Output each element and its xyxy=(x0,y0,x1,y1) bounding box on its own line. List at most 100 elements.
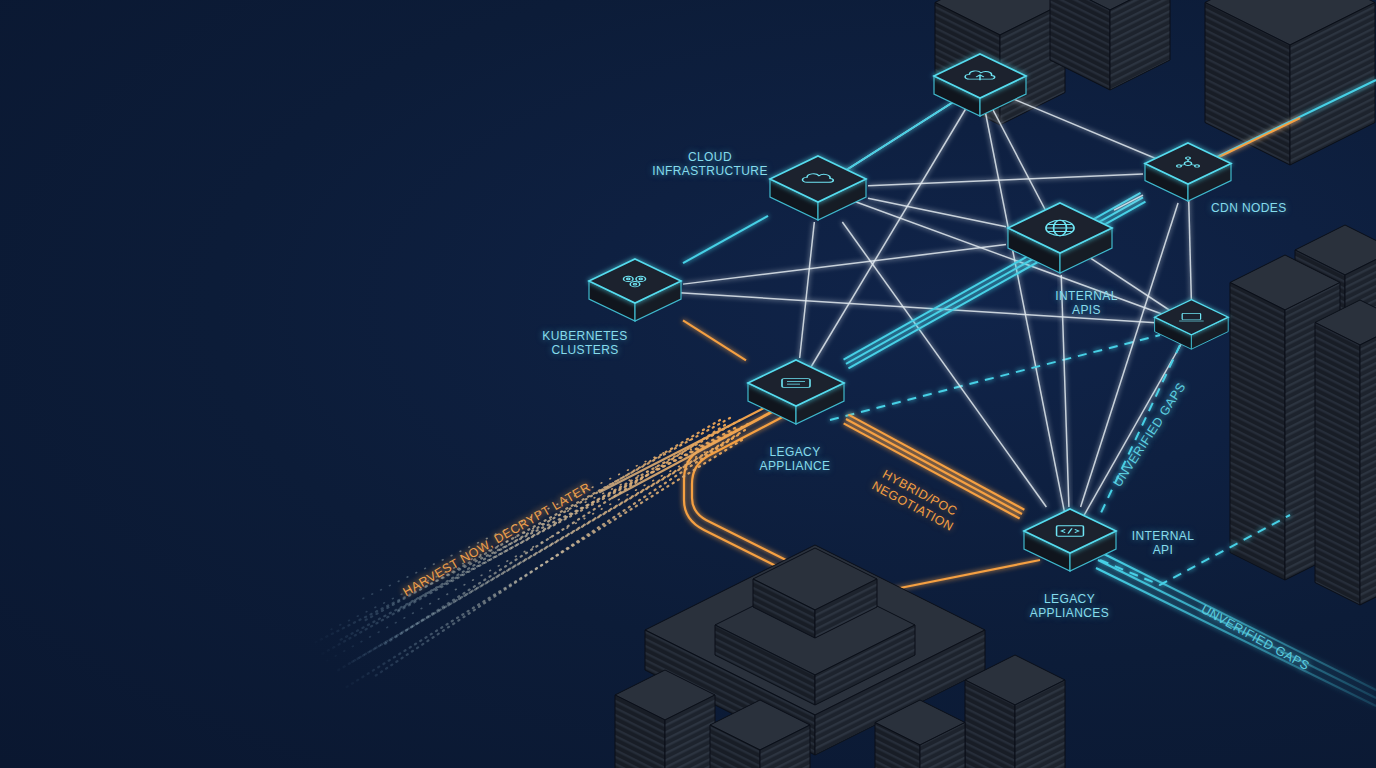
node-shape-part xyxy=(636,276,646,281)
cloud-node-icon-part xyxy=(934,54,1026,98)
network-link-part xyxy=(1100,552,1376,690)
server-stack-part xyxy=(710,725,760,768)
connector xyxy=(1114,195,1143,210)
endpoint-node-icon-part xyxy=(1182,313,1200,319)
connector xyxy=(683,216,768,263)
network-node: INTERNAL APIS xyxy=(1006,201,1114,275)
node-shape-part xyxy=(770,156,866,202)
node-shape-part xyxy=(782,379,810,388)
connector-line xyxy=(844,193,1141,360)
node-label: KUBERNETES CLUSTERS xyxy=(535,329,635,357)
cloud-node-icon-part xyxy=(976,75,984,80)
endpoint-node-icon xyxy=(1155,300,1229,350)
particle-stream-part xyxy=(600,404,772,492)
server-stack-part xyxy=(665,695,715,768)
network-link-part xyxy=(692,412,792,560)
connector-line xyxy=(846,197,1143,364)
node-shape-part xyxy=(623,276,633,281)
server-stack-part xyxy=(815,625,915,705)
node-shape-part xyxy=(1046,224,1074,231)
network-node: KUBERNETES CLUSTERS xyxy=(587,257,683,323)
cloud-node-icon-part xyxy=(965,71,995,80)
node-shape-part xyxy=(639,278,642,280)
server-stack-part xyxy=(965,680,1015,768)
connector xyxy=(800,222,815,358)
particle-stream-part xyxy=(360,440,690,600)
node-shape-part xyxy=(1061,528,1078,533)
connector-line xyxy=(683,320,746,360)
server-rack-part xyxy=(1050,0,1110,90)
server-stack-part xyxy=(753,579,815,638)
node-shape xyxy=(768,154,868,222)
server-stack-part xyxy=(760,725,810,768)
server-rack-part xyxy=(1110,0,1170,90)
server-stack xyxy=(615,545,1065,768)
node-shape-part xyxy=(1046,220,1074,235)
node-shape-part xyxy=(782,379,810,388)
node-label: INTERNAL APIS xyxy=(1049,289,1124,317)
node-shape-part xyxy=(633,283,636,285)
node-shape-part xyxy=(630,282,640,287)
node-shape xyxy=(1022,507,1118,573)
connector xyxy=(844,193,1146,368)
connector-line xyxy=(683,216,768,263)
connector xyxy=(842,222,1046,507)
node-shape xyxy=(1143,141,1233,203)
network-link-part xyxy=(880,560,1040,592)
server-rack xyxy=(935,0,1376,605)
server-rack-part xyxy=(1360,323,1376,606)
cloud-node-icon xyxy=(934,54,1026,116)
node-shape-part xyxy=(1184,162,1191,166)
node-shape-part xyxy=(1057,526,1084,537)
node-label: CLOUD INFRASTRUCTURE xyxy=(650,150,770,178)
network-node: CLOUD INFRASTRUCTURE xyxy=(768,154,868,222)
particle-stream-part xyxy=(612,410,776,498)
server-rack-part xyxy=(1315,323,1360,606)
server-stack-part xyxy=(715,625,815,705)
node-label: CDN NODES xyxy=(1211,201,1311,215)
server-rack-part xyxy=(1290,3,1375,166)
network-link-part xyxy=(830,335,1160,420)
node-label: LEGACY APPLIANCE xyxy=(750,445,840,473)
connector xyxy=(683,320,746,360)
server-stack-part xyxy=(920,723,965,768)
connector-line xyxy=(868,174,1143,186)
network-link-part xyxy=(1096,568,1376,706)
server-stack-part xyxy=(815,579,877,638)
node-shape-part xyxy=(803,174,834,183)
node-shape xyxy=(587,257,683,323)
server-rack-part xyxy=(1230,283,1285,581)
network-link-part xyxy=(1098,560,1376,698)
network-node: CDN NODES xyxy=(1143,141,1233,203)
server-stack-part xyxy=(1015,680,1065,768)
endpoint-node-icon-part xyxy=(1179,321,1204,322)
connector-line xyxy=(842,222,1046,507)
node-shape-part xyxy=(1186,157,1191,159)
network-link-part xyxy=(1070,325,1192,540)
node-shape-part xyxy=(1145,143,1231,184)
connector-line xyxy=(848,202,1145,369)
particle-stream-part xyxy=(330,445,700,630)
node-label: INTERNAL API xyxy=(1128,529,1198,557)
annotation-label: HARVEST NOW, DECRYPT LATER xyxy=(401,480,594,600)
server-rack-part xyxy=(1205,3,1290,166)
node-shape-part xyxy=(1024,509,1116,553)
server-stack-part xyxy=(875,723,920,768)
node-shape-part xyxy=(787,381,805,384)
node-shape-part xyxy=(1008,203,1112,253)
endpoint-node-icon-part xyxy=(1155,300,1229,335)
server-stack-part xyxy=(615,695,665,768)
node-label: LEGACY APPLIANCES xyxy=(1022,592,1117,620)
node-shape-part xyxy=(1057,526,1084,537)
connector-line xyxy=(1061,275,1069,507)
connector-line xyxy=(683,245,1006,285)
network-node: LEGACY APPLIANCE xyxy=(746,358,846,426)
connector xyxy=(1061,275,1069,507)
node-shape-part xyxy=(623,276,645,287)
node-shape-part xyxy=(627,278,630,280)
